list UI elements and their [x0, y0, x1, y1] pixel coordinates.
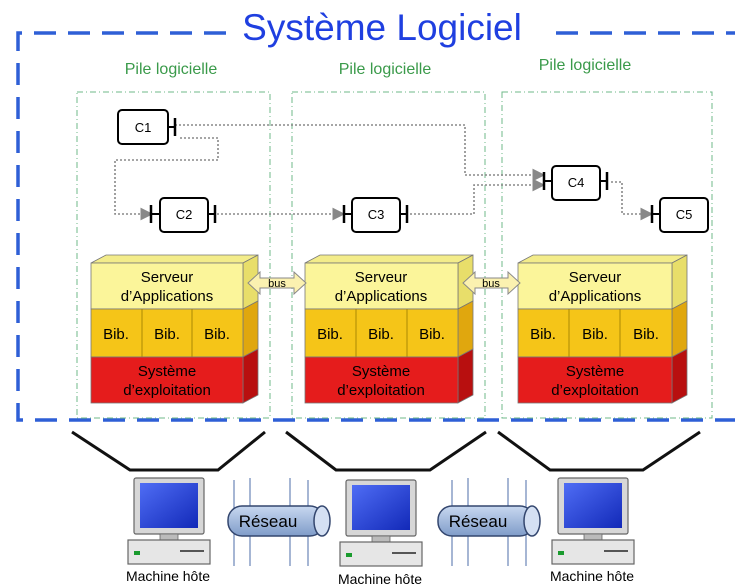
connector-c4-c5: [611, 181, 654, 221]
software-stack-2: Serveur d’Applications Bib. Bib. Bib. Sy…: [304, 254, 474, 404]
stack-box-1: [76, 91, 271, 419]
library-label: Bib.: [530, 326, 556, 343]
library-label: Bib.: [103, 326, 129, 343]
network-label: Réseau: [449, 512, 508, 531]
network-label: Réseau: [239, 512, 298, 531]
stack-box-3: [501, 91, 713, 419]
os-label: Système: [138, 363, 196, 380]
stack-side-face-libs: [242, 300, 259, 358]
component-c3: C3: [342, 197, 409, 233]
stack-side-face-os: [242, 348, 259, 404]
stack-side-face-os: [671, 348, 688, 404]
library-layer: [304, 308, 459, 358]
component-label: C1: [135, 120, 152, 135]
component-c4: C4: [542, 165, 609, 201]
stack-box-2: [291, 91, 486, 419]
app-server-label: Serveur: [141, 269, 194, 286]
stack-top-face: [304, 254, 474, 264]
host-bracket-2: [285, 430, 487, 472]
system-boundary: [16, 31, 735, 422]
stack-label: Pile logicielle: [339, 61, 432, 78]
component-label: C3: [368, 207, 385, 222]
bus-label: bus: [482, 278, 500, 290]
software-stack-3: Serveur d’Applications Bib. Bib. Bib. Sy…: [517, 254, 688, 404]
os-layer: [517, 356, 673, 404]
library-label: Bib.: [154, 326, 180, 343]
host-computer-1: Machine hôte: [126, 477, 211, 584]
component-c1: C1: [117, 109, 177, 145]
app-server-label: Serveur: [569, 269, 622, 286]
app-server-label: d’Applications: [549, 288, 642, 305]
stack-side-face-server: [671, 254, 688, 310]
host-bracket-3: [497, 430, 701, 472]
app-server-layer: [90, 262, 244, 310]
system-title: Système Logiciel: [242, 7, 522, 48]
host-bracket-1: [71, 430, 266, 472]
component-label: C4: [568, 175, 585, 190]
os-label: Système: [566, 363, 624, 380]
app-server-label: d’Applications: [121, 288, 214, 305]
app-server-label: d’Applications: [335, 288, 428, 305]
host-computer-2: Machine hôte: [338, 479, 423, 587]
os-layer: [304, 356, 459, 404]
host-label: Machine hôte: [338, 571, 422, 587]
stack-label: Pile logicielle: [125, 61, 218, 78]
os-label: d’exploitation: [123, 382, 211, 399]
connector-c1-c4: [175, 124, 546, 182]
stack-side-face-libs: [457, 300, 474, 358]
bus-arrow-2: bus: [462, 270, 521, 296]
app-server-layer: [304, 262, 459, 310]
stack-top-face: [90, 254, 259, 264]
stack-side-face-os: [457, 348, 474, 404]
component-c5: C5: [650, 197, 709, 233]
library-label: Bib.: [582, 326, 608, 343]
component-label: C5: [676, 207, 693, 222]
software-stack-1: Serveur d’Applications Bib. Bib. Bib. Sy…: [90, 254, 259, 404]
library-label: Bib.: [633, 326, 659, 343]
network-pipe-1: Réseau: [227, 505, 331, 537]
stack-side-face-libs: [671, 300, 688, 358]
host-label: Machine hôte: [550, 568, 634, 584]
app-server-label: Serveur: [355, 269, 408, 286]
component-c2: C2: [149, 197, 217, 233]
network-pipe-2: Réseau: [437, 505, 541, 537]
library-label: Bib.: [204, 326, 230, 343]
os-label: d’exploitation: [337, 382, 425, 399]
bus-arrow-1: bus: [247, 270, 307, 296]
library-label: Bib.: [368, 326, 394, 343]
os-label: Système: [352, 363, 410, 380]
app-server-layer: [517, 262, 673, 310]
os-layer: [90, 356, 244, 404]
host-computer-3: Machine hôte: [550, 477, 635, 584]
library-label: Bib.: [419, 326, 445, 343]
library-layer: [517, 308, 673, 358]
host-label: Machine hôte: [126, 568, 210, 584]
bus-label: bus: [268, 278, 286, 290]
component-label: C2: [176, 207, 193, 222]
library-label: Bib.: [317, 326, 343, 343]
connector-c3-c4: [410, 178, 546, 215]
library-layer: [90, 308, 244, 358]
os-label: d’exploitation: [551, 382, 639, 399]
stack-label: Pile logicielle: [539, 57, 632, 74]
stack-top-face: [517, 254, 688, 264]
